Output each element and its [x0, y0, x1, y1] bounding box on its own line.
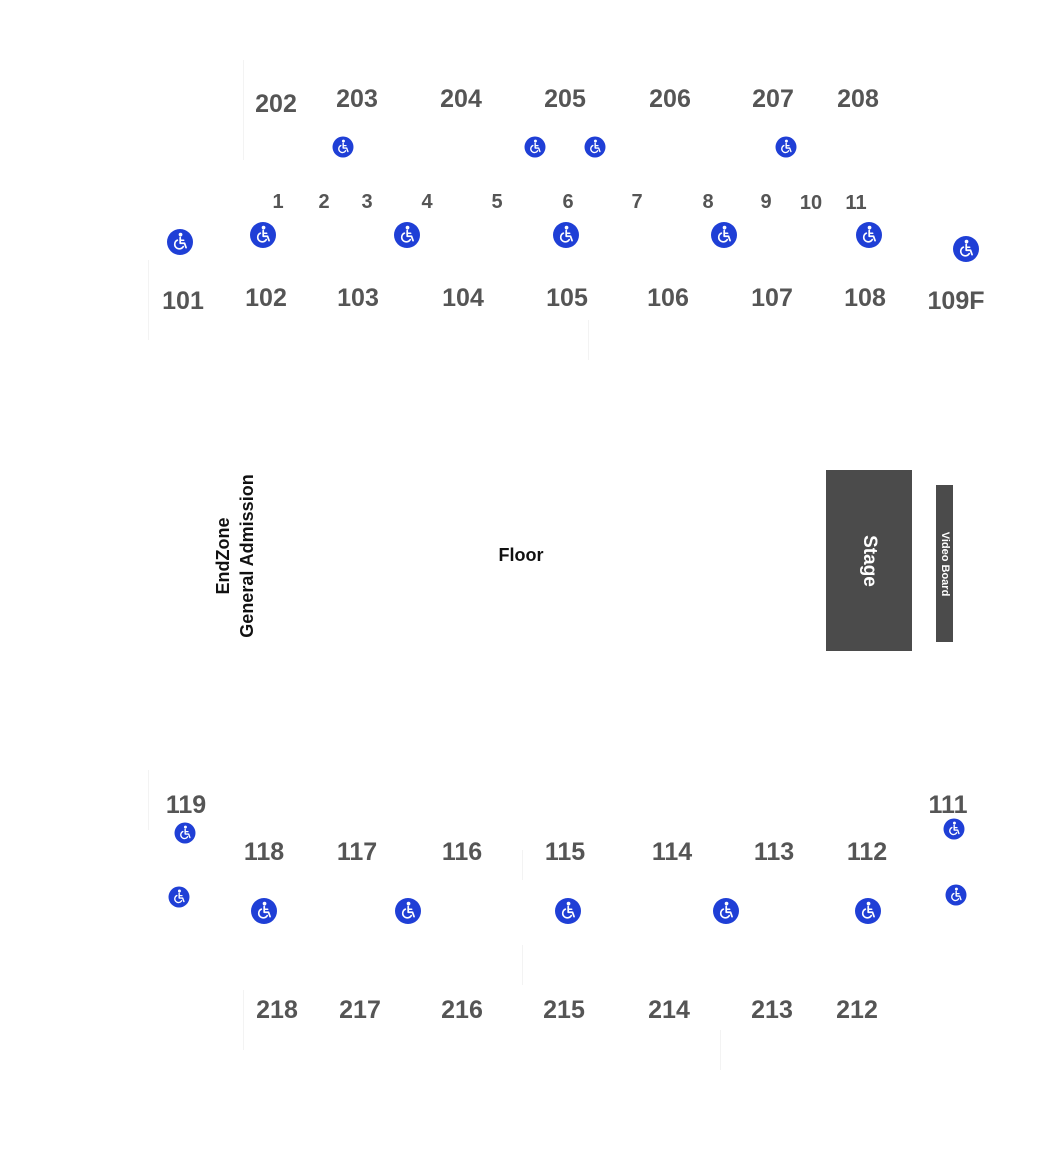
section-118[interactable]: 118	[243, 838, 285, 866]
section-108[interactable]: 108	[844, 284, 886, 312]
section-106[interactable]: 106	[647, 284, 689, 312]
row-2[interactable]: 2	[318, 191, 330, 213]
section-102[interactable]: 102	[245, 284, 287, 312]
wheelchair-icon	[553, 222, 579, 248]
section-214[interactable]: 214	[648, 996, 690, 1024]
section-116[interactable]: 116	[441, 838, 483, 866]
section-103[interactable]: 103	[337, 284, 379, 312]
section-218[interactable]: 218	[256, 996, 298, 1024]
stage: Stage	[826, 470, 912, 651]
section-divider	[522, 945, 523, 985]
section-104[interactable]: 104	[442, 284, 484, 312]
wheelchair-icon	[524, 136, 546, 158]
section-212[interactable]: 212	[836, 996, 878, 1024]
section-119[interactable]: 119	[165, 791, 207, 819]
section-101[interactable]: 101	[162, 287, 204, 315]
section-217[interactable]: 217	[339, 996, 381, 1024]
section-111[interactable]: 111	[928, 791, 968, 819]
endzone-label: EndZone	[213, 517, 233, 595]
video-board: Video Board	[936, 485, 953, 642]
section-divider	[588, 320, 589, 360]
section-203[interactable]: 203	[336, 85, 378, 113]
section-109F[interactable]: 109F	[927, 287, 985, 315]
wheelchair-icon	[713, 898, 739, 924]
row-9[interactable]: 9	[760, 191, 772, 213]
section-115[interactable]: 115	[544, 838, 586, 866]
endzone-general-admission[interactable]: EndZone General Admission	[211, 474, 259, 637]
section-112[interactable]: 112	[846, 838, 888, 866]
wheelchair-icon	[174, 822, 196, 844]
section-204[interactable]: 204	[440, 85, 482, 113]
row-4[interactable]: 4	[421, 191, 433, 213]
section-divider	[522, 850, 523, 880]
video-board-label: Video Board	[938, 531, 951, 596]
section-113[interactable]: 113	[753, 838, 795, 866]
wheelchair-icon	[250, 222, 276, 248]
wheelchair-icon	[855, 898, 881, 924]
section-215[interactable]: 215	[543, 996, 585, 1024]
row-8[interactable]: 8	[702, 191, 714, 213]
wheelchair-icon	[168, 886, 190, 908]
wheelchair-icon	[584, 136, 606, 158]
section-205[interactable]: 205	[544, 85, 586, 113]
wheelchair-icon	[711, 222, 737, 248]
stage-label: Stage	[859, 534, 880, 587]
wheelchair-icon	[394, 222, 420, 248]
section-207[interactable]: 207	[752, 85, 794, 113]
row-3[interactable]: 3	[361, 191, 373, 213]
section-213[interactable]: 213	[751, 996, 793, 1024]
wheelchair-icon	[953, 236, 979, 262]
wheelchair-icon	[395, 898, 421, 924]
wheelchair-icon	[943, 818, 965, 840]
section-117[interactable]: 117	[336, 838, 378, 866]
row-5[interactable]: 5	[491, 191, 503, 213]
row-7[interactable]: 7	[631, 191, 643, 213]
row-1[interactable]: 1	[272, 191, 284, 213]
section-divider	[148, 260, 149, 340]
section-216[interactable]: 216	[441, 996, 483, 1024]
section-114[interactable]: 114	[651, 838, 693, 866]
general-admission-label: General Admission	[237, 474, 257, 638]
section-208[interactable]: 208	[837, 85, 879, 113]
wheelchair-icon	[856, 222, 882, 248]
section-206[interactable]: 206	[649, 85, 691, 113]
wheelchair-icon	[332, 136, 354, 158]
wheelchair-icon	[775, 136, 797, 158]
wheelchair-icon	[555, 898, 581, 924]
section-divider	[243, 990, 244, 1050]
section-105[interactable]: 105	[546, 284, 588, 312]
wheelchair-icon	[251, 898, 277, 924]
row-10[interactable]: 10	[799, 192, 823, 214]
section-202[interactable]: 202	[255, 90, 297, 118]
floor-label[interactable]: Floor	[498, 545, 544, 565]
row-6[interactable]: 6	[562, 191, 574, 213]
section-divider	[148, 770, 149, 830]
row-11[interactable]: 11	[845, 192, 867, 214]
section-107[interactable]: 107	[751, 284, 793, 312]
wheelchair-icon	[167, 229, 193, 255]
section-divider	[243, 60, 244, 160]
wheelchair-icon	[945, 884, 967, 906]
section-divider	[720, 1030, 721, 1070]
